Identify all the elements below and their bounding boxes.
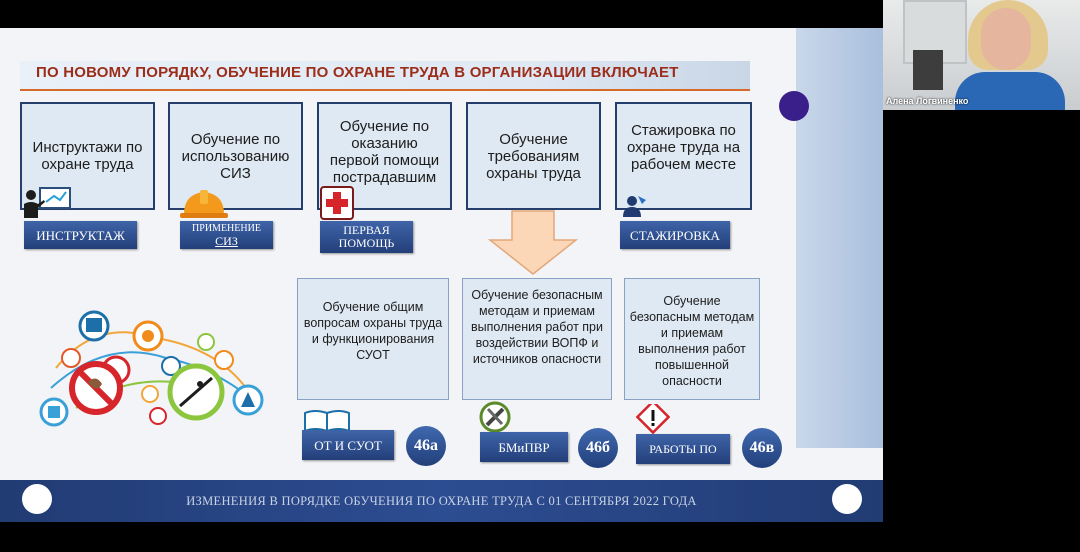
box-ppe: Обучение по использованию СИЗ xyxy=(168,102,303,210)
slide-side-decoration xyxy=(796,28,883,448)
tag-internship: СТАЖИРОВКА xyxy=(620,221,730,249)
badge-46b: 46б xyxy=(578,428,618,468)
footer-dot-left xyxy=(22,484,52,514)
box-requirements: Обучение требованиям охраны труда xyxy=(466,102,601,210)
slide-footer-bar xyxy=(0,480,883,522)
slide-title: ПО НОВОМУ ПОРЯДКУ, ОБУЧЕНИЕ ПО ОХРАНЕ ТР… xyxy=(36,64,679,81)
tag-first-aid: ПЕРВАЯ ПОМОЩЬ xyxy=(320,221,413,253)
badge-46a: 46а xyxy=(406,426,446,466)
box-internship: Стажировка по охране труда на рабочем ме… xyxy=(615,102,752,210)
box-general-ot: Обучение общим вопросам охраны труда и ф… xyxy=(297,278,449,400)
presentation-slide: ПО НОВОМУ ПОРЯДКУ, ОБУЧЕНИЕ ПО ОХРАНЕ ТР… xyxy=(0,28,883,522)
tag-works: РАБОТЫ ПО xyxy=(636,434,730,464)
tag-instruction: ИНСТРУКТАЖ xyxy=(24,221,137,249)
purple-dot xyxy=(779,91,809,121)
down-arrow-icon xyxy=(488,210,578,275)
presenter-icon xyxy=(24,187,71,218)
tag-ppe: ПРИМЕНЕНИЕ СИЗ xyxy=(180,221,273,249)
title-banner xyxy=(20,61,750,91)
warning-icon xyxy=(636,404,670,435)
webcam-person-shirt xyxy=(955,72,1065,110)
footer-dot-right xyxy=(832,484,862,514)
slide-footer-text: ИЗМЕНЕНИЯ В ПОРЯДКЕ ОБУЧЕНИЯ ПО ОХРАНЕ Т… xyxy=(186,494,697,508)
first-aid-icon xyxy=(320,186,354,220)
tag-bmipvr: БМиПВР xyxy=(480,432,568,462)
book-icon xyxy=(304,410,350,433)
webcam-shelf xyxy=(913,50,943,90)
worker-icon xyxy=(623,196,646,217)
webcam-tile[interactable] xyxy=(883,0,1080,110)
box-high-risk: Обучение безопасным методам и приемам вы… xyxy=(624,278,760,400)
hard-hat-icon xyxy=(180,190,228,218)
tag-ot-suot: ОТ И СУОТ xyxy=(302,430,394,460)
participant-name: Алена Логвиненко xyxy=(886,96,969,106)
safety-signs-cluster-icon xyxy=(39,310,264,427)
tools-icon xyxy=(479,401,511,432)
box-safe-methods: Обучение безопасным методам и приемам вы… xyxy=(462,278,612,400)
webcam-person-face xyxy=(981,8,1031,70)
badge-46v: 46в xyxy=(742,428,782,468)
